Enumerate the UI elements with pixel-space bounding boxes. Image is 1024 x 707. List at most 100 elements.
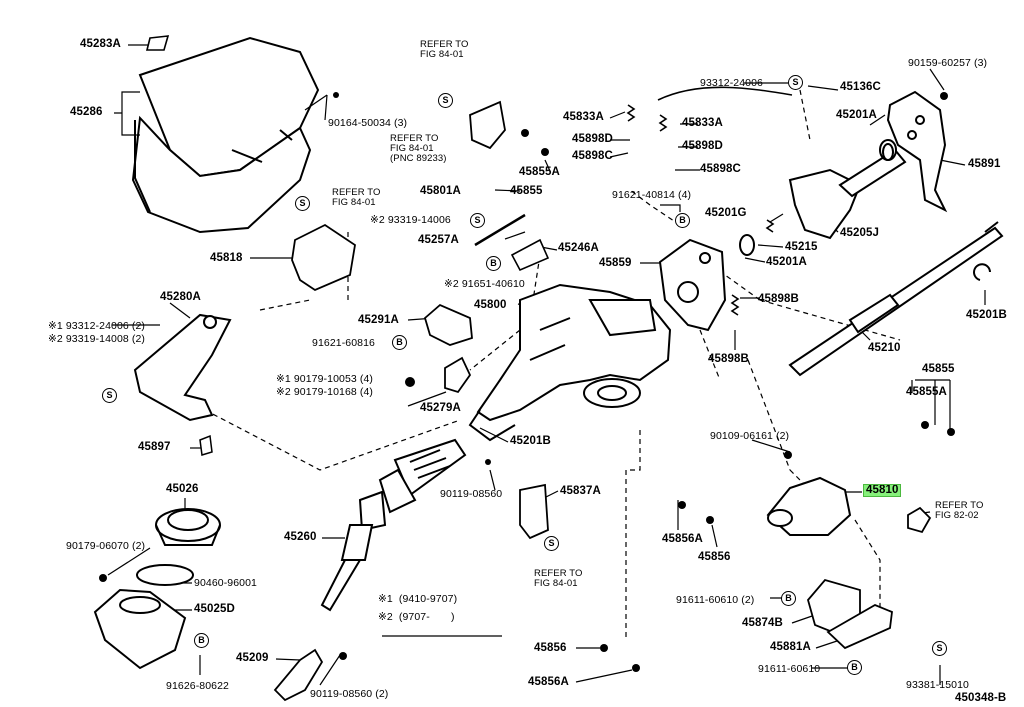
label-45898d-right: 45898D bbox=[682, 140, 723, 152]
pin-45257a[interactable] bbox=[474, 213, 526, 247]
label-45260: 45260 bbox=[284, 531, 317, 543]
symbol-s: S bbox=[102, 388, 117, 403]
label-45280a: 45280A bbox=[160, 291, 201, 303]
motor-45810[interactable] bbox=[766, 476, 852, 536]
label-93319-14006: ※2 93319-14006 bbox=[370, 214, 451, 226]
bracket-45881a[interactable] bbox=[826, 603, 893, 650]
label-45859: 45859 bbox=[599, 257, 632, 269]
label-45881a: 45881A bbox=[770, 641, 811, 653]
label-45283a: 45283A bbox=[80, 38, 121, 50]
column-housing-45800[interactable] bbox=[468, 283, 672, 442]
bracket-45837a[interactable] bbox=[519, 483, 549, 540]
bracket-45291a[interactable] bbox=[423, 303, 473, 346]
symbol-s: S bbox=[932, 641, 947, 656]
clip-45246a[interactable] bbox=[510, 238, 550, 272]
label-93319-14008-left: ※2 93319-14008 (2) bbox=[48, 333, 145, 345]
joint-45209[interactable] bbox=[273, 648, 324, 702]
refer-fig-84-01-pnc[interactable]: REFER TO FIG 84-01 (PNC 89233) bbox=[390, 133, 447, 164]
symbol-s: S bbox=[295, 196, 310, 211]
label-45856-bottom: 45856 bbox=[534, 642, 567, 654]
label-91611-60610-b: 91611-60610 bbox=[758, 663, 821, 675]
label-45833a-right: 45833A bbox=[682, 117, 723, 129]
bushing-45201a-top[interactable] bbox=[882, 143, 894, 161]
label-45856a-bottom: 45856A bbox=[528, 676, 569, 688]
label-45818: 45818 bbox=[210, 252, 243, 264]
leader-lines bbox=[114, 44, 328, 136]
bracket-45859[interactable] bbox=[658, 238, 727, 332]
symbol-b: B bbox=[392, 335, 407, 350]
refer-fig-84-01-left[interactable]: REFER TO FIG 84-01 bbox=[332, 187, 381, 208]
label-90119-08560-mid: 90119-08560 bbox=[440, 488, 503, 500]
label-93381-15010: 93381-15010 bbox=[906, 679, 969, 691]
label-91611-60610-a: 91611-60610 (2) bbox=[676, 594, 755, 606]
cable-45136c[interactable] bbox=[657, 86, 793, 101]
label-45026: 45026 bbox=[166, 483, 199, 495]
symbol-b: B bbox=[781, 591, 796, 606]
label-45810-highlighted[interactable]: 45810 bbox=[862, 484, 902, 497]
diagram-id: 450348-B bbox=[955, 692, 1007, 704]
small-fasteners bbox=[99, 92, 955, 672]
clip-45279a[interactable] bbox=[444, 356, 472, 394]
label-45800: 45800 bbox=[474, 299, 507, 311]
refer-fig-84-01-bottom[interactable]: REFER TO FIG 84-01 bbox=[534, 568, 583, 589]
main-shaft-45210[interactable] bbox=[788, 221, 1004, 377]
symbol-b: B bbox=[675, 213, 690, 228]
label-45855a: 45855A bbox=[519, 166, 560, 178]
part-ref-82-02[interactable] bbox=[907, 506, 932, 534]
symbol-b: B bbox=[847, 660, 862, 675]
label-45855a-right: 45855A bbox=[906, 386, 947, 398]
label-45833a-left: 45833A bbox=[563, 111, 604, 123]
label-45201a-mid: 45201A bbox=[766, 256, 807, 268]
label-45201b-center: 45201B bbox=[510, 435, 551, 447]
bolt-45897[interactable] bbox=[199, 434, 213, 456]
label-90164-50034: 90164-50034 (3) bbox=[328, 117, 408, 129]
label-45856a-top: 45856A bbox=[662, 533, 703, 545]
label-93312-24006-left: ※1 93312-24006 (2) bbox=[48, 320, 145, 332]
refer-fig-82-02[interactable]: REFER TO FIG 82-02 bbox=[935, 500, 984, 521]
label-45898b-bottom: 45898B bbox=[708, 353, 749, 365]
label-45801a: 45801A bbox=[420, 185, 461, 197]
label-90109-06161: 90109-06161 (2) bbox=[710, 430, 790, 442]
lock-housing-45205j[interactable] bbox=[788, 139, 907, 240]
label-93312-24006-top: 93312-24006 bbox=[700, 77, 763, 89]
label-91621-40814: 91621-40814 (4) bbox=[612, 189, 692, 201]
label-45257a: 45257A bbox=[418, 234, 459, 246]
label-45246a: 45246A bbox=[558, 242, 599, 254]
label-90460-96001: 90460-96001 bbox=[194, 577, 257, 589]
lever-45280a[interactable] bbox=[133, 313, 232, 422]
label-45855: 45855 bbox=[510, 185, 543, 197]
plate-45283a[interactable] bbox=[145, 35, 170, 51]
lever-upper[interactable] bbox=[469, 100, 506, 150]
label-45205j: 45205J bbox=[840, 227, 879, 239]
label-90179-10168: ※2 90179-10168 (4) bbox=[276, 386, 373, 398]
label-45209: 45209 bbox=[236, 652, 269, 664]
label-45898c-right: 45898C bbox=[700, 163, 741, 175]
label-45286: 45286 bbox=[70, 106, 103, 118]
refer-fig-84-01-top[interactable]: REFER TO FIG 84-01 bbox=[420, 39, 469, 60]
label-45025d: 45025D bbox=[194, 603, 235, 615]
label-45898b-top: 45898B bbox=[758, 293, 799, 305]
label-45898d-left: 45898D bbox=[572, 133, 613, 145]
intermediate-shaft-45260[interactable] bbox=[320, 438, 467, 612]
label-90179-06070: 90179-06070 (2) bbox=[66, 540, 146, 552]
column-cover-upper[interactable] bbox=[131, 36, 320, 234]
symbol-b: B bbox=[486, 256, 501, 271]
label-45891: 45891 bbox=[968, 158, 1001, 170]
bracket-45818[interactable] bbox=[291, 223, 356, 292]
label-91626-80622: 91626-80622 bbox=[166, 680, 229, 692]
bracket-45891[interactable] bbox=[886, 90, 948, 213]
label-45855-right: 45855 bbox=[922, 363, 955, 375]
label-45201b-right: 45201B bbox=[966, 309, 1007, 321]
symbol-s: S bbox=[788, 75, 803, 90]
label-45874b: 45874B bbox=[742, 617, 783, 629]
boot-45026[interactable] bbox=[93, 508, 221, 670]
label-90159-60257: 90159-60257 (3) bbox=[908, 57, 988, 69]
bushing-45201a[interactable] bbox=[739, 234, 755, 256]
label-45897: 45897 bbox=[138, 441, 171, 453]
label-45279a: 45279A bbox=[420, 402, 461, 414]
springs bbox=[626, 104, 775, 316]
snap-ring-45201b[interactable] bbox=[973, 263, 991, 281]
symbol-s: S bbox=[470, 213, 485, 228]
label-45215: 45215 bbox=[785, 241, 818, 253]
